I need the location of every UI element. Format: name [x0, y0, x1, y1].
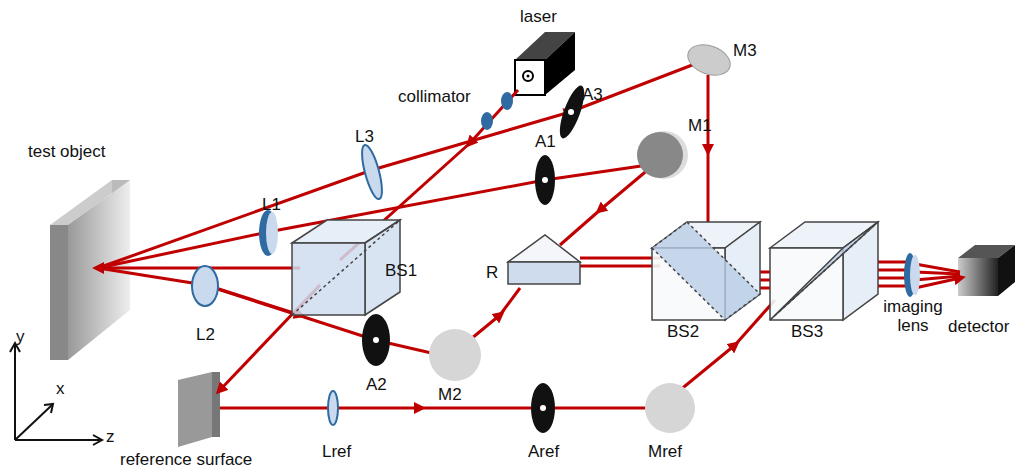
component-label: A3 — [582, 86, 603, 105]
component-label: L1 — [262, 196, 281, 215]
reference-surface — [178, 372, 220, 447]
component-label: M3 — [733, 42, 757, 61]
laser-label: laser — [520, 8, 557, 27]
component-label: BS2 — [667, 323, 699, 342]
laser-beams — [98, 62, 960, 408]
axis-label: y — [16, 328, 25, 347]
component-label: M2 — [438, 386, 462, 405]
component-label: M1 — [688, 117, 712, 136]
roof-prism — [508, 235, 580, 284]
component-label: test object — [28, 143, 106, 162]
component-label: reference surface — [120, 451, 252, 470]
beam-splitter — [292, 220, 400, 315]
component-label: A2 — [366, 376, 387, 395]
beam-splitter — [652, 222, 760, 320]
component-label: Aref — [528, 443, 559, 462]
aperture — [362, 83, 589, 433]
component-label: BS1 — [385, 262, 417, 281]
component-label: L2 — [196, 326, 215, 345]
component-label: detector — [948, 318, 1009, 337]
axis-label: z — [106, 428, 115, 447]
component-label: R — [486, 264, 498, 283]
component-label: collimator — [398, 88, 471, 107]
component-label: imaging lens — [878, 298, 948, 335]
component-label: Mref — [648, 443, 682, 462]
component-label: L3 — [355, 128, 374, 147]
laser-box — [515, 32, 575, 95]
mirror — [429, 39, 734, 433]
component-label: BS3 — [791, 323, 823, 342]
axis-label: x — [56, 380, 65, 399]
component-label: A1 — [535, 133, 556, 152]
component-label: Lref — [322, 443, 351, 462]
beam-splitter — [770, 222, 878, 320]
axes — [10, 343, 102, 445]
detector-box — [958, 245, 1015, 296]
lens — [192, 92, 920, 425]
